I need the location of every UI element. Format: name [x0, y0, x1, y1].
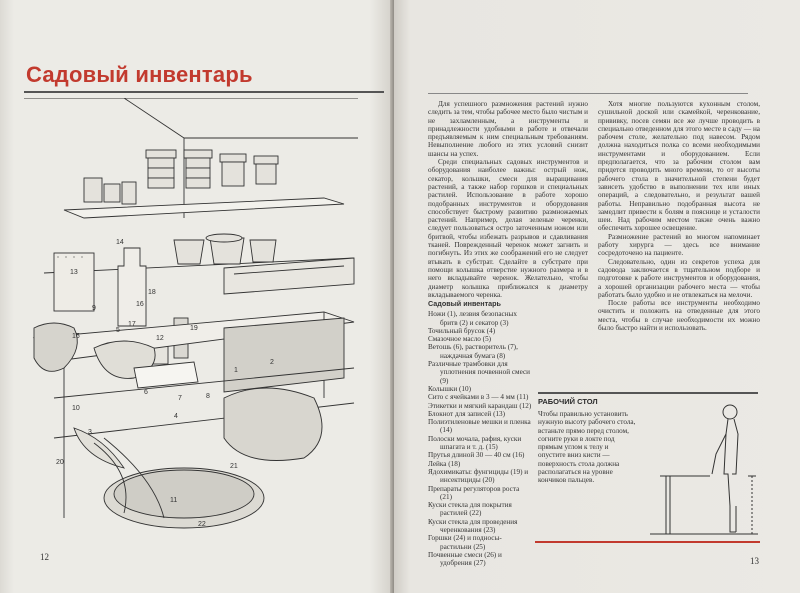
workbench-text-block: Чтобы правильно установить нужную высоту…	[538, 410, 636, 485]
callout-2: 2	[270, 359, 274, 366]
callout-21: 21	[230, 463, 238, 470]
list-item: Ветошь (6), растворитель (7), наждачная …	[428, 343, 518, 360]
callout-9: 9	[92, 305, 96, 312]
workbench-text: Чтобы правильно установить нужную высоту…	[538, 410, 636, 485]
list-item: Этикетки и мягкий карандаш (12)	[428, 401, 532, 410]
page-number-right: 13	[750, 556, 759, 566]
callout-13: 13	[70, 269, 78, 276]
list-item: Колышки (10)	[428, 384, 471, 393]
list-item: Смазочное масло (5)	[428, 335, 492, 344]
workplace-paragraph-2: Размножение растений во многом напоминае…	[598, 232, 760, 258]
list-item: Препараты регуляторов роста (21)	[428, 484, 520, 501]
workplace-paragraph-3: Следовательно, один из секретов успеха д…	[598, 257, 760, 299]
callout-10: 10	[72, 405, 80, 412]
callout-16: 16	[136, 301, 144, 308]
intro-paragraph-2: Среди специальных садовых инструментов и…	[428, 158, 588, 299]
callout-18: 18	[148, 289, 156, 296]
callout-22: 22	[198, 521, 206, 528]
workplace-paragraph-1: Хотя многие пользуются кухонным столом, …	[598, 100, 760, 233]
right-page	[394, 0, 800, 593]
intro-column: Для успешного размножения растений нужно…	[428, 100, 588, 299]
callout-19: 19	[190, 325, 198, 332]
callout-15: 15	[72, 333, 80, 340]
workbench-rule	[538, 392, 758, 394]
list-item: Почвенные смеси (26) и удобрения (27)	[428, 550, 502, 568]
list-item: Ножи (1), лезвия безопасных бритв (2) и …	[428, 310, 517, 327]
callout-20: 20	[56, 459, 64, 466]
callout-1: 1	[234, 367, 238, 374]
accent-rule	[535, 541, 760, 543]
callout-7: 7	[178, 395, 182, 402]
list-item: Ядохимикаты: фунгициды (19) и инсектицид…	[428, 467, 529, 485]
inventory-list: Садовый инвентарь Ножи (1), лезвия безоп…	[428, 299, 532, 568]
callout-3: 3	[88, 429, 92, 436]
intro-paragraph-1: Для успешного размножения растений нужно…	[428, 100, 588, 158]
page-number-left: 12	[40, 552, 49, 562]
list-item: Полоски мочала, рафия, куски шпагата и т…	[428, 434, 522, 452]
callout-4: 4	[174, 413, 178, 420]
list-item: Куски стекла для проведения черенкования…	[428, 517, 518, 535]
garden-tools-illustration: 1 2 3 4 5 6 7 8 9 10 11 12 13 14 15 16 1…	[24, 98, 358, 529]
title-rule	[24, 91, 384, 93]
list-item: Горшки (24) и подносы-растильни (25)	[428, 534, 502, 551]
list-item: Различные трамбовки для уплотнения почве…	[428, 360, 530, 385]
workbench-figure	[650, 404, 758, 535]
callout-8: 8	[206, 393, 210, 400]
list-item: Сито с ячейками в 3 — 4 мм (11)	[428, 393, 529, 402]
callout-12: 12	[156, 335, 164, 342]
top-rule	[428, 93, 748, 94]
left-page: Садовый инвентарь	[0, 0, 394, 593]
list-item: Точильный брусок (4)	[428, 326, 496, 335]
list-item: Прутья длиной 30 — 40 см (16)	[428, 451, 525, 460]
callout-5: 5	[116, 327, 120, 334]
list-item: Лейка (18)	[428, 459, 461, 468]
callout-11: 11	[170, 497, 177, 504]
callout-14: 14	[116, 239, 124, 246]
workplace-column: Хотя многие пользуются кухонным столом, …	[598, 100, 760, 332]
page-title: Садовый инвентарь	[26, 62, 253, 87]
workbench-title: РАБОЧИЙ СТОЛ	[538, 397, 598, 406]
callout-6: 6	[144, 389, 148, 396]
workplace-paragraph-4: После работы все инструменты необходимо …	[598, 299, 760, 333]
list-item: Блокнот для записей (13)	[428, 409, 506, 418]
inventory-title: Садовый инвентарь	[428, 299, 501, 308]
callout-17: 17	[128, 321, 136, 328]
list-item: Полиэтиленовые мешки и пленка (14)	[428, 418, 531, 435]
list-item: Куски стекла для покрытия растилей (22)	[428, 501, 512, 518]
